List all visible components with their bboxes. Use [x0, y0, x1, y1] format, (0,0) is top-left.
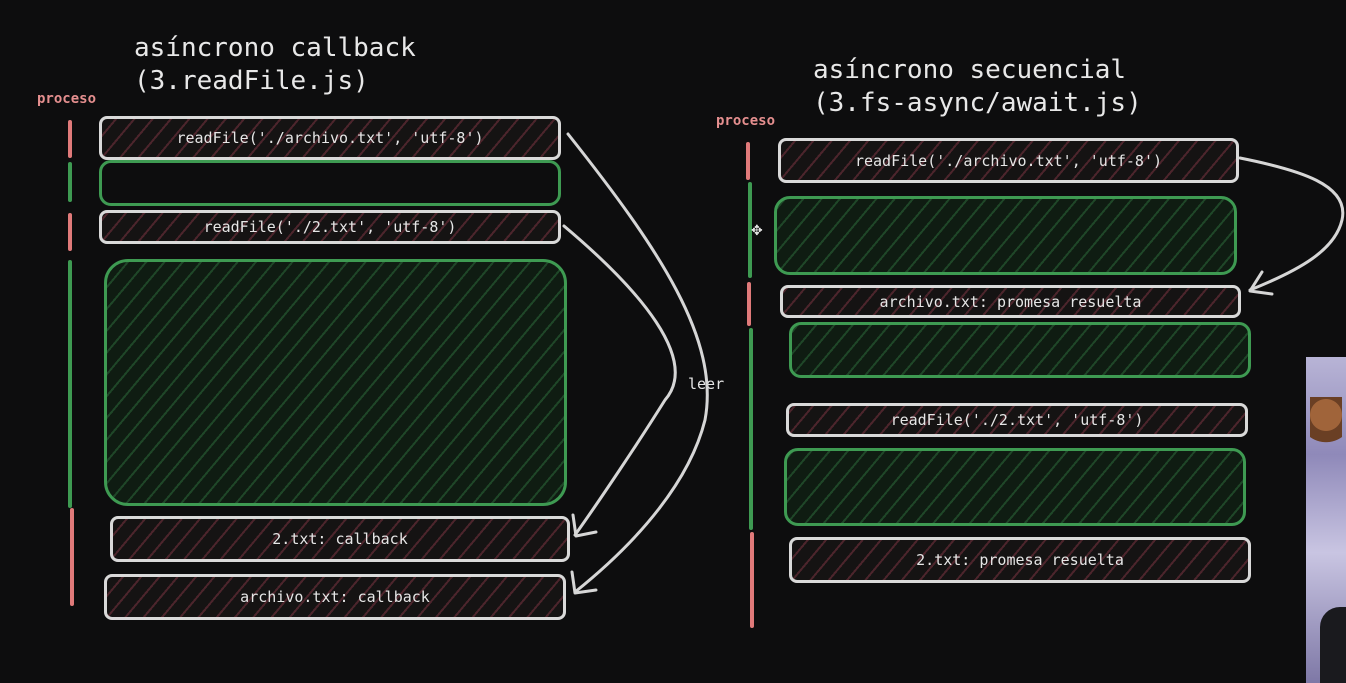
right-box-wait-1: [774, 196, 1237, 275]
right-box-archivo-resuelta: archivo.txt: promesa resuelta: [780, 285, 1241, 318]
left-proceso-label: proceso: [37, 91, 97, 107]
left-diagram-title: asíncrono callback (3.readFile.js): [134, 33, 416, 96]
right-process-bar-3: [747, 282, 751, 326]
right-box-read-archivo: readFile('./archivo.txt', 'utf-8'): [778, 138, 1239, 183]
webcam-toy: [1310, 397, 1342, 457]
right-diagram-title: asíncrono secuencial (3.fs-async/await.j…: [813, 55, 1142, 118]
left-process-bar-1: [68, 120, 72, 158]
left-box-read-2: readFile('./2.txt', 'utf-8'): [99, 210, 561, 244]
right-box-read-2: readFile('./2.txt', 'utf-8'): [786, 403, 1248, 437]
arrow-right-readarchivo-to-resuelta: [1238, 156, 1345, 292]
left-process-bar-2: [68, 162, 72, 202]
arrowhead-right-resuelta: [1248, 270, 1274, 296]
webcam-overlay: [1306, 357, 1346, 683]
arrowhead-callback2: [571, 513, 598, 538]
right-process-bar-5: [750, 532, 754, 628]
right-process-bar-1: [746, 142, 750, 180]
right-process-bar-2: [748, 182, 752, 278]
webcam-shadow: [1320, 607, 1346, 683]
left-box-read-archivo: readFile('./archivo.txt', 'utf-8'): [99, 116, 561, 160]
left-process-bar-3: [68, 213, 72, 251]
left-process-bar-5: [70, 508, 74, 606]
left-box-wait-2: [104, 259, 567, 506]
right-box-wait-2: [789, 322, 1251, 378]
right-proceso-label: proceso: [716, 113, 776, 129]
left-box-callback-2: 2.txt: callback: [110, 516, 570, 562]
left-process-bar-4: [68, 260, 72, 508]
move-cursor-icon: ✥: [751, 223, 763, 239]
right-box-wait-3: [784, 448, 1246, 526]
right-box-resuelta-2: 2.txt: promesa resuelta: [789, 537, 1251, 583]
arrow-readarchivo-to-callbackarchivo: [566, 132, 709, 594]
right-process-bar-4: [749, 328, 753, 530]
left-box-callback-archivo: archivo.txt: callback: [104, 574, 566, 620]
arrow-read2-to-callback2: [562, 224, 677, 537]
left-box-wait-1: [99, 160, 561, 206]
arrowhead-callbackarchivo: [570, 570, 598, 595]
